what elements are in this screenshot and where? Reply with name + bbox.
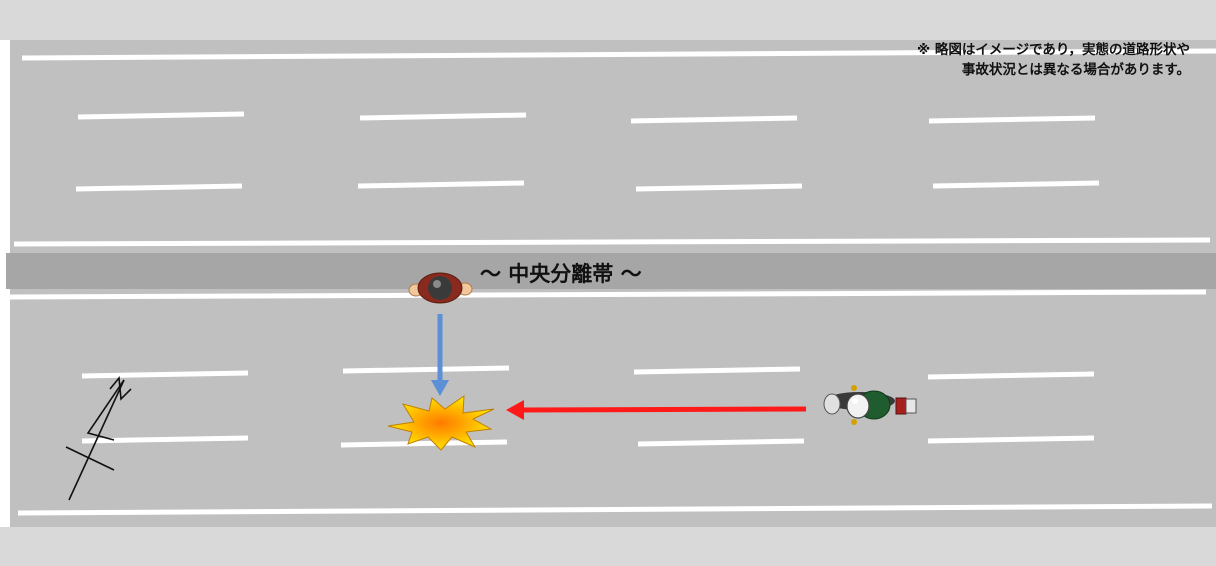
lane-dash (630, 115, 798, 124)
lane-dash (928, 115, 1096, 124)
lane-dash (637, 438, 805, 447)
lower-lane-dashes (81, 365, 1095, 448)
lane-dash (357, 180, 525, 189)
lower-median-edge-line (9, 289, 1207, 300)
lane-dash (77, 111, 245, 120)
lane-dash (927, 371, 1095, 380)
lane-dash (75, 183, 243, 192)
lane-dash (927, 435, 1095, 444)
lane-dash (342, 365, 510, 374)
edge-lines (9, 48, 1216, 516)
disclaimer-note: ※ 略図はイメージであり，実態の道路形状や 事故状況とは異なる場合があります。 (850, 40, 1190, 80)
disclaimer-line-1: ※ 略図はイメージであり，実態の道路形状や (917, 42, 1190, 58)
motorcycle-movement-arrow (506, 400, 807, 420)
lane-dash (932, 180, 1100, 189)
disclaimer-line-2: 事故状況とは異なる場合があります。 (961, 62, 1190, 78)
bottom-edge-line (17, 503, 1213, 516)
lane-dash (633, 366, 801, 375)
collision-burst-icon (387, 395, 495, 451)
top-shoulder (0, 0, 1216, 40)
pedestrian-movement-arrow (431, 314, 449, 396)
median-label: ～ 中央分離帯 ～ (480, 262, 642, 286)
pedestrian-icon (408, 272, 473, 304)
lane-dash (81, 435, 249, 444)
lane-dash (359, 112, 527, 121)
lane-dash (340, 439, 508, 448)
upper-carriageway (10, 40, 1216, 253)
central-median (6, 253, 1216, 289)
upper-lane-dashes (75, 111, 1100, 192)
top-edge-line (21, 48, 1216, 61)
lane-dash (81, 370, 249, 379)
upper-median-edge-line (13, 237, 1211, 247)
north-arrow-icon (65, 375, 132, 501)
lane-dash (635, 183, 803, 192)
bottom-shoulder (0, 527, 1216, 566)
motorcycle-icon (823, 385, 917, 425)
